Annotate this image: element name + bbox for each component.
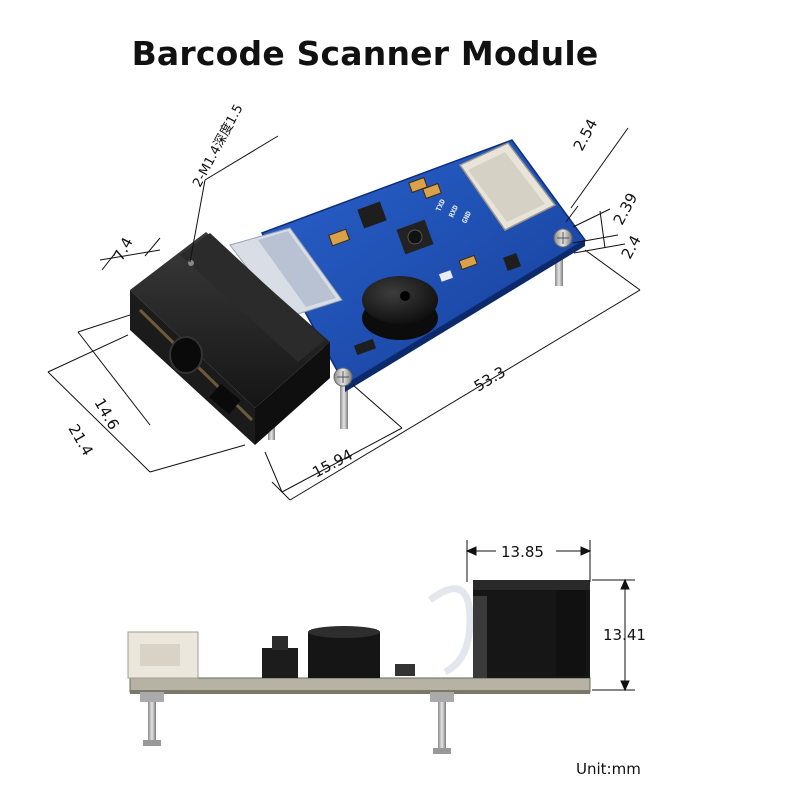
dim-2-54: 2.54	[570, 116, 602, 154]
page-title: Barcode Scanner Module	[131, 34, 599, 73]
dim-7-4: 7.4	[110, 234, 137, 264]
smd-components	[328, 176, 521, 356]
side-connector	[127, 631, 199, 679]
dim-21-4: 21.4	[65, 421, 97, 459]
buzzer	[362, 276, 438, 340]
top-view-module: TXD RXD GND	[130, 139, 587, 445]
side-tactile-button	[262, 636, 298, 678]
side-standoffs	[140, 692, 454, 754]
dim-15-94: 15.94	[309, 445, 355, 481]
side-resistor	[395, 664, 415, 676]
top-view-dimensions	[47, 127, 641, 501]
mounting-screws	[333, 228, 573, 387]
side-scan-engine	[473, 580, 590, 678]
dim-13-85: 13.85	[501, 543, 544, 561]
dim-53-3: 53.3	[471, 363, 509, 396]
side-view-dimensions	[465, 540, 635, 692]
dim-13-41: 13.41	[603, 626, 646, 644]
hole-spec-note: 2-M1.4深度1.5	[189, 102, 246, 190]
scan-window	[169, 336, 203, 374]
side-ribbon	[427, 585, 474, 676]
tactile-button	[396, 219, 434, 255]
uart-connector	[458, 142, 557, 231]
dim-2-39: 2.39	[610, 190, 642, 228]
side-view-dim-labels: 13.85 13.41	[496, 541, 646, 644]
scan-engine	[130, 232, 330, 445]
dim-2-4: 2.4	[618, 232, 645, 262]
side-buzzer	[308, 626, 380, 678]
dim-14-6: 14.6	[91, 395, 123, 433]
pcb-side-edge	[129, 677, 591, 693]
side-view-module	[127, 580, 591, 754]
unit-label: Unit:mm	[576, 760, 641, 778]
